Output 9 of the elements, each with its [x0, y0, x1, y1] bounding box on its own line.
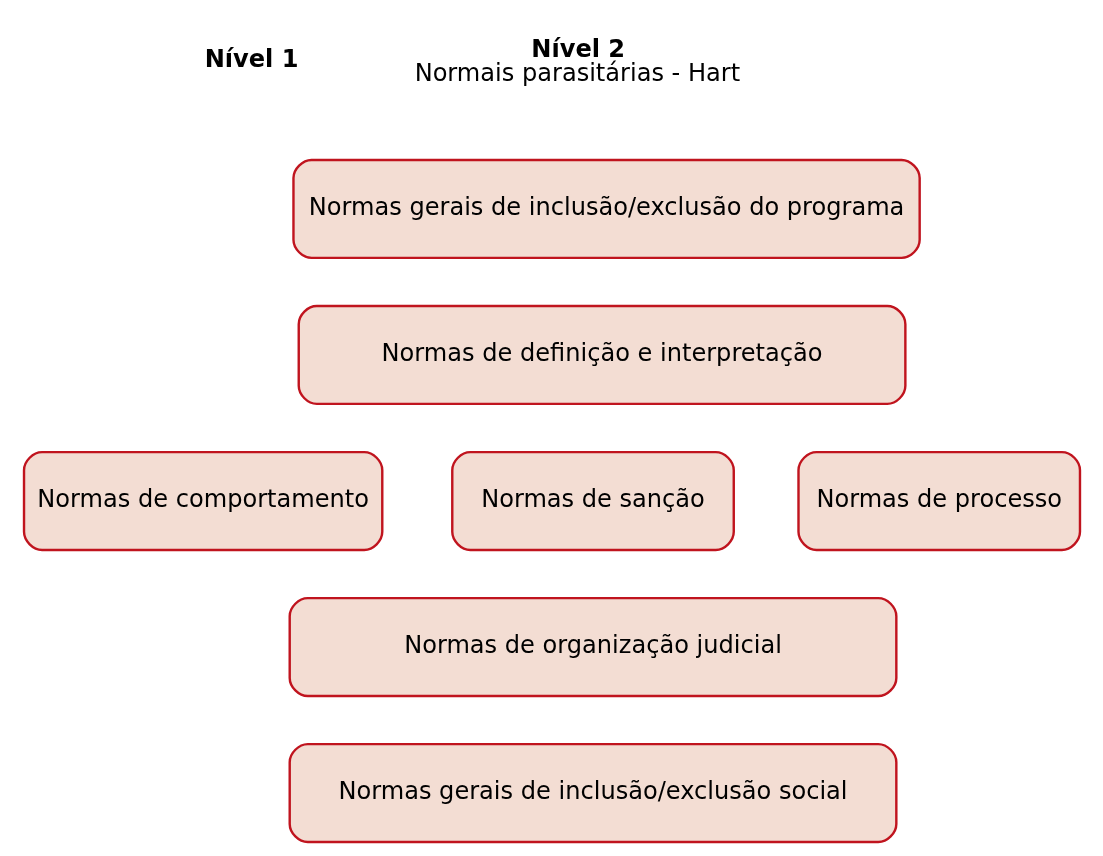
- node-box: Normas de definição e interpretação: [297, 304, 907, 406]
- label: Nível 1: [204, 45, 298, 74]
- node-box: Normas gerais de inclusão/exclusão do programa: [291, 158, 921, 260]
- node-box: Normas de sanção: [450, 450, 735, 552]
- label: Normais parasitárias - Hart: [414, 58, 740, 87]
- node-box: Normas de organização judicial: [288, 596, 898, 698]
- node-box: Normas de comportamento: [22, 450, 383, 552]
- node-box: Normas gerais de inclusão/exclusão social: [288, 742, 898, 844]
- node-box: Normas de processo: [796, 450, 1081, 552]
